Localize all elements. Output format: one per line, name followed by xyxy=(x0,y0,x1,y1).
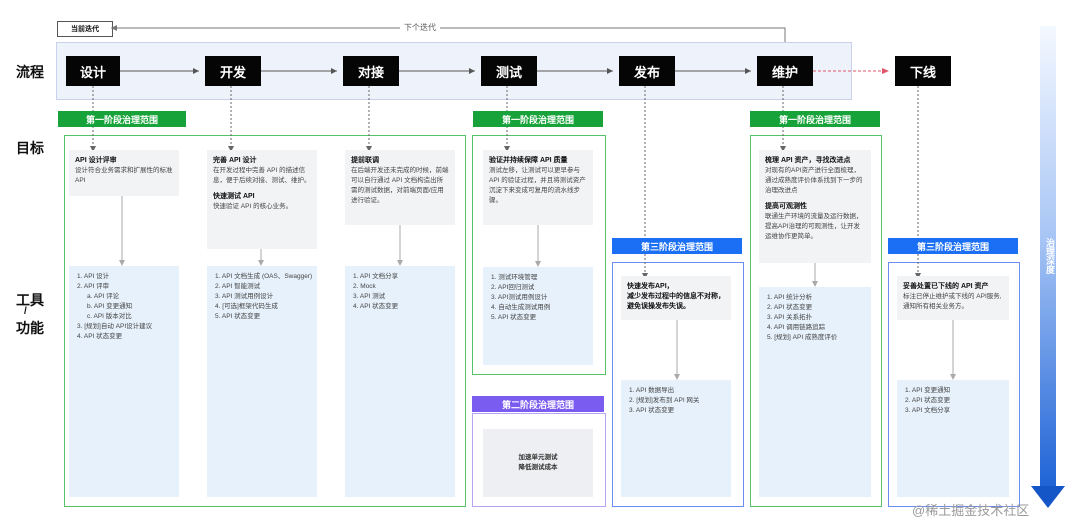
goal-design-desc: 设计符合业务需求和扩展性的标准 API xyxy=(75,167,173,184)
tools-integrate: 1. API 文档分享 2. Mock 3. API 测试 4. API 状态变… xyxy=(345,266,455,497)
phase1-tag-c: 第一阶段治理范围 xyxy=(750,111,880,127)
stage-offline: 下线 xyxy=(895,56,951,86)
list-item: 5. API 状态变更 xyxy=(491,314,537,321)
list-item: 1. API 数据导出 xyxy=(629,387,675,394)
tools-maintain: 1. API 统计分析 2. API 状态变更 3. API 关系拓扑 4. A… xyxy=(759,287,871,497)
goal-release-desc: 减少发布过程中的信息不对称，避免误操发布失误。 xyxy=(627,293,725,310)
list-item: 1. API 文档分享 xyxy=(353,273,399,280)
goal-maintain-desc-1: 对现有的API资产进行全面梳理，通过成熟度评价体系找到下一步的治理改进点 xyxy=(765,167,863,194)
tools-develop: 1. API 文档生成 (OAS、Swagger) 2. API 智能测试 3.… xyxy=(207,266,317,497)
stage-release: 发布 xyxy=(619,56,675,86)
list-item: 3. API 关系拓扑 xyxy=(767,314,813,321)
phase2-tag: 第二阶段治理范围 xyxy=(472,396,604,412)
list-item: 5. [规划] API 成熟度评价 xyxy=(767,334,838,341)
tools-release: 1. API 数据导出 2. [规划]发布到 API 网关 3. API 状态变… xyxy=(621,380,731,497)
list-item: 1. 测试环境管理 xyxy=(491,274,538,281)
phase3-tag-a: 第三阶段治理范围 xyxy=(612,238,742,254)
list-item: 2. API 状态变更 xyxy=(767,304,813,311)
phase1-tag-b: 第一阶段治理范围 xyxy=(473,111,603,127)
goal-develop-title-1: 完善 API 设计 xyxy=(213,157,257,164)
tools-test: 1. 测试环境管理 2. API回归测试 3. API测试用例设计 4. 自动生… xyxy=(483,267,593,365)
phase1-tag-a: 第一阶段治理范围 xyxy=(58,111,186,127)
goal-develop-desc-1: 在开发过程中完善 API 的描述信息，便于后续对接、测试、维护。 xyxy=(213,167,311,184)
row-label-tools: 工具 xyxy=(16,292,44,308)
stage-maintain: 维护 xyxy=(757,56,813,86)
goal-test-title: 验证并持续保障 API 质量 xyxy=(489,157,568,164)
phase2-box: 加速单元测试 降低测试成本 xyxy=(483,429,593,497)
list-item: b. API 变更通知 xyxy=(87,303,133,310)
list-item: 3. API 文档分享 xyxy=(905,407,951,414)
list-item: 1. API 变更通知 xyxy=(905,387,951,394)
list-item: 1. API 文档生成 (OAS、Swagger) xyxy=(215,273,313,280)
goal-develop-desc-2: 快速验证 API 的核心业务。 xyxy=(213,203,293,210)
governance-depth-arrow-icon xyxy=(1031,486,1065,508)
goal-design: API 设计评审 设计符合业务需求和扩展性的标准 API xyxy=(69,150,179,196)
list-item: a. API 评论 xyxy=(87,293,120,300)
goal-offline-desc: 标注已停止维护或下线的 API服务,通知所有相关业务方。 xyxy=(903,293,1002,310)
row-label-tools-sep: / xyxy=(24,306,27,317)
list-item: c. API 版本对比 xyxy=(87,313,132,320)
row-label-goal: 目标 xyxy=(16,140,44,156)
list-item: 2. API回归测试 xyxy=(491,284,535,291)
row-label-functions: 功能 xyxy=(16,320,44,336)
goal-test: 验证并持续保障 API 质量 测试左移，让测试可以更早参与 API 的验证过程，… xyxy=(483,150,593,225)
list-item: 3. API 测试 xyxy=(353,293,386,300)
governance-depth-bar xyxy=(1040,26,1056,488)
goal-release-title: 快速发布API， xyxy=(627,283,674,290)
list-item: 2. [规划]发布到 API 网关 xyxy=(629,397,700,404)
goal-maintain-title-2: 提高可观测性 xyxy=(765,203,807,210)
goal-integrate: 提前联调 在后端开发还未完成的时候，前端可以自行通过 API 文档构造出所需的测… xyxy=(345,150,455,225)
list-item: 2. API 状态变更 xyxy=(905,397,951,404)
goal-develop-title-2: 快速测试 API xyxy=(213,193,255,200)
goal-develop: 完善 API 设计 在开发过程中完善 API 的描述信息，便于后续对接、测试、维… xyxy=(207,150,317,249)
tools-offline: 1. API 变更通知 2. API 状态变更 3. API 文档分享 xyxy=(897,380,1009,497)
list-item: 1. API 统计分析 xyxy=(767,294,813,301)
stage-integrate: 对接 xyxy=(343,56,399,86)
watermark: @稀土掘金技术社区 xyxy=(912,503,1030,518)
list-item: 4. API 状态变更 xyxy=(77,333,123,340)
list-item: 4. API 调用链路追踪 xyxy=(767,324,826,331)
goal-test-desc: 测试左移，让测试可以更早参与 API 的验证过程，并且将测试资产沉淀下来变成可复… xyxy=(489,167,586,204)
list-item: 3. [规划]自动 API设计建议 xyxy=(77,323,153,330)
stage-develop: 开发 xyxy=(205,56,261,86)
list-item: 1. API 设计 xyxy=(77,273,110,280)
goal-offline-title: 妥善处置已下线的 API 资产 xyxy=(903,283,989,290)
list-item: 2. API 评审 xyxy=(77,283,110,290)
goal-offline: 妥善处置已下线的 API 资产 标注已停止维护或下线的 API服务,通知所有相关… xyxy=(897,276,1009,320)
list-item: 3. API 状态变更 xyxy=(629,407,675,414)
phase2-line-1: 加速单元测试 xyxy=(518,454,558,461)
governance-depth-label: 治理深度 xyxy=(1045,238,1055,274)
list-item: 5. API 状态变更 xyxy=(215,313,261,320)
stage-test: 测试 xyxy=(481,56,537,86)
goal-integrate-title: 提前联调 xyxy=(351,157,379,164)
tools-design: 1. API 设计 2. API 评审 a. API 评论 b. API 变更通… xyxy=(69,266,179,497)
goal-design-title: API 设计评审 xyxy=(75,157,117,164)
goal-release: 快速发布API， 减少发布过程中的信息不对称，避免误操发布失误。 xyxy=(621,276,731,320)
list-item: 3. API 测试用例设计 xyxy=(215,293,274,300)
list-item: 4. API 状态变更 xyxy=(353,303,399,310)
goal-maintain-desc-2: 联通生产环境的流量及运行数据，提高API治理的可观测性，让开发运维协作更简单。 xyxy=(765,213,863,240)
stage-design: 设计 xyxy=(66,56,120,86)
list-item: 4. 自动生成测试用例 xyxy=(491,304,551,311)
phase3-tag-b: 第三阶段治理范围 xyxy=(888,238,1018,254)
list-item: 2. API 智能测试 xyxy=(215,283,261,290)
phase2-line-2: 降低测试成本 xyxy=(518,464,558,471)
goal-maintain-title-1: 梳理 API 资产，寻找改进点 xyxy=(765,157,851,164)
row-label-flow: 流程 xyxy=(16,64,44,80)
goal-maintain: 梳理 API 资产，寻找改进点 对现有的API资产进行全面梳理，通过成熟度评价体… xyxy=(759,150,871,263)
current-iteration-label: 当前迭代 xyxy=(57,21,113,37)
next-iteration-label: 下个迭代 xyxy=(400,22,440,33)
list-item: 3. API测试用例设计 xyxy=(491,294,548,301)
goal-integrate-desc: 在后端开发还未完成的时候，前端可以自行通过 API 文档构造出所需的测试数据，对… xyxy=(351,167,449,204)
list-item: 2. Mock xyxy=(353,283,376,290)
list-item: 4. [可选]框架代码生成 xyxy=(215,303,278,310)
